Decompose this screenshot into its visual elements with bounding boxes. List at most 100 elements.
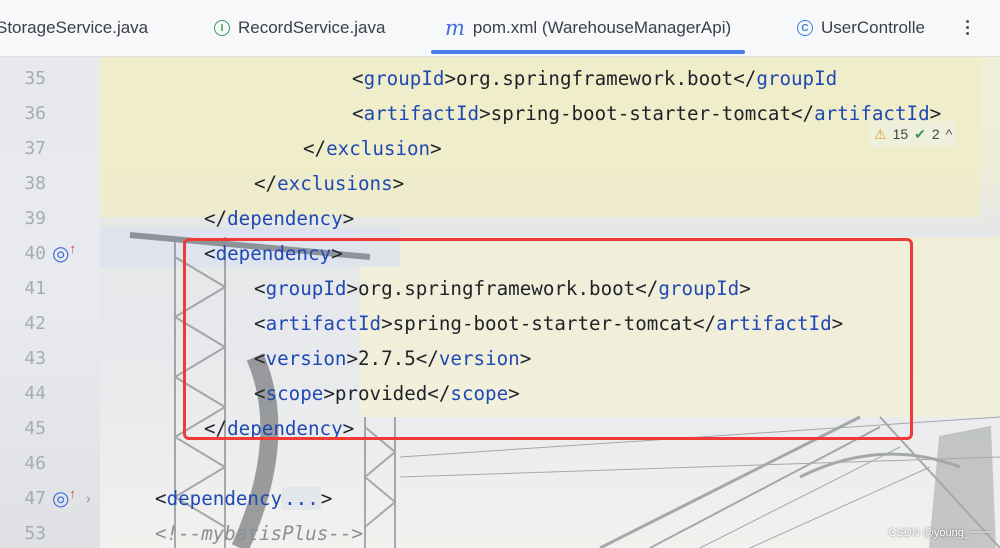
code-text: </ xyxy=(204,207,228,230)
code-line[interactable]: <dependency...> xyxy=(155,481,332,516)
code-text: > xyxy=(430,137,442,160)
xml-tag-name: scope xyxy=(265,382,324,405)
maven-icon: m xyxy=(445,16,465,40)
xml-tag-name: exclusions xyxy=(277,172,393,195)
code-line[interactable]: <groupId>org.springframework.boot</group… xyxy=(352,61,837,96)
code-text: < xyxy=(254,382,266,405)
tab-user-controller[interactable]: C UserControlle xyxy=(797,0,925,56)
code-line[interactable]: <artifactId>spring-boot-starter-tomcat</… xyxy=(352,96,941,131)
check-count: 2 xyxy=(931,126,940,142)
code-text: > xyxy=(929,102,942,125)
xml-tag-name: version xyxy=(438,347,520,370)
code-text: > xyxy=(392,172,405,195)
watermark: CSDN @young_一一 xyxy=(888,527,992,539)
code-text: > xyxy=(342,417,355,440)
line-number: 42 xyxy=(24,313,46,334)
code-line[interactable]: </exclusions> xyxy=(254,166,404,201)
code-text: > xyxy=(508,382,520,405)
code-text: </ xyxy=(303,137,327,160)
xml-tag-name: dependency xyxy=(227,207,343,230)
code-text: </ xyxy=(204,417,228,440)
xml-tag-name: dependency xyxy=(215,242,332,265)
xml-tag-name: dependency xyxy=(166,487,283,510)
code-line[interactable]: </exclusion> xyxy=(303,131,442,166)
line-number: 40 xyxy=(24,243,46,264)
code-text: > xyxy=(831,312,844,335)
code-text: > xyxy=(331,242,343,265)
xml-tag-name: groupId xyxy=(756,67,838,90)
override-dependency-icon[interactable]: ◎↑ xyxy=(52,241,76,265)
folded-region[interactable]: ... xyxy=(282,487,321,510)
check-icon: ✔ xyxy=(914,125,926,142)
code-line[interactable]: <dependency> xyxy=(204,236,343,271)
xml-tag-name: dependency xyxy=(227,417,343,440)
line-number: 46 xyxy=(24,453,46,474)
xml-comment: <!--mybatisPlus--> xyxy=(155,522,363,545)
xml-tag-name: groupId xyxy=(363,67,445,90)
code-line[interactable]: <version>2.7.5</version> xyxy=(254,341,531,376)
code-text: >spring-boot-starter-tomcat</ xyxy=(381,312,717,335)
code-text: < xyxy=(352,67,364,90)
code-editor[interactable]: 35 36 37 38 39 40 41 42 43 44 45 46 47 5… xyxy=(0,57,1000,548)
more-tabs-icon[interactable] xyxy=(956,16,978,38)
class-icon: C xyxy=(797,20,813,36)
line-number: 44 xyxy=(24,383,46,404)
tab-record-service[interactable]: I RecordService.java xyxy=(214,0,385,56)
highlight-box xyxy=(183,238,913,440)
code-text: < xyxy=(204,242,216,265)
code-text: < xyxy=(254,277,266,300)
code-text: > xyxy=(739,277,751,300)
line-number: 43 xyxy=(24,348,46,369)
code-text: < xyxy=(155,487,167,510)
code-text: > xyxy=(519,347,532,370)
code-text: < xyxy=(254,347,266,370)
tab-label: StorageService.java xyxy=(0,18,149,37)
code-line[interactable]: <scope>provided</scope> xyxy=(254,376,520,411)
code-text: > xyxy=(320,487,333,510)
line-number: 41 xyxy=(24,278,46,299)
code-line[interactable]: <groupId>org.springframework.boot</group… xyxy=(254,271,751,306)
inspection-widget[interactable]: ⚠ 15 ✔ 2 ^ xyxy=(870,121,957,147)
override-dependency-icon[interactable]: ◎↑ xyxy=(52,486,76,510)
code-line[interactable]: <!--mybatisPlus--> xyxy=(155,516,363,548)
code-text: >provided</ xyxy=(323,382,451,405)
line-number-gutter xyxy=(0,57,100,548)
code-text: >2.7.5</ xyxy=(346,347,439,370)
line-number: 45 xyxy=(24,418,46,439)
code-text: > xyxy=(342,207,355,230)
line-number: 39 xyxy=(24,208,46,229)
tab-storage-service[interactable]: StorageService.java xyxy=(0,0,148,56)
code-text: < xyxy=(352,102,364,125)
code-text: >org.springframework.boot</ xyxy=(346,277,659,300)
expand-fold-icon[interactable]: › xyxy=(86,490,91,506)
code-line[interactable]: </dependency> xyxy=(204,411,354,446)
warning-count: 15 xyxy=(892,126,909,142)
xml-tag-name: artifactId xyxy=(265,312,382,335)
line-number: 53 xyxy=(24,523,46,544)
code-text: >org.springframework.boot</ xyxy=(444,67,757,90)
xml-tag-name: artifactId xyxy=(716,312,832,335)
previous-highlight-icon[interactable]: ^ xyxy=(945,126,953,142)
xml-tag-name: version xyxy=(265,347,347,370)
xml-tag-name: artifactId xyxy=(814,102,930,125)
code-text: </ xyxy=(254,172,278,195)
tab-label: RecordService.java xyxy=(238,18,386,37)
line-number: 38 xyxy=(24,173,46,194)
xml-tag-name: artifactId xyxy=(363,102,480,125)
line-number: 35 xyxy=(24,68,46,89)
interface-icon: I xyxy=(214,20,230,36)
tab-pom-xml[interactable]: m pom.xml (WarehouseManagerApi) xyxy=(430,0,746,56)
code-line[interactable]: <artifactId>spring-boot-starter-tomcat</… xyxy=(254,306,843,341)
tab-label: pom.xml (WarehouseManagerApi) xyxy=(472,18,732,37)
editor-tab-bar: StorageService.java I RecordService.java… xyxy=(0,0,1000,57)
line-number: 37 xyxy=(24,138,46,159)
xml-tag-name: scope xyxy=(450,382,509,405)
xml-tag-name: groupId xyxy=(658,277,740,300)
code-text: >spring-boot-starter-tomcat</ xyxy=(479,102,815,125)
warning-icon: ⚠ xyxy=(874,125,887,142)
code-text: < xyxy=(254,312,266,335)
xml-tag-name: groupId xyxy=(265,277,347,300)
code-line[interactable]: </dependency> xyxy=(204,201,354,236)
tab-label: UserControlle xyxy=(821,18,925,37)
line-number: 47 xyxy=(24,488,46,509)
